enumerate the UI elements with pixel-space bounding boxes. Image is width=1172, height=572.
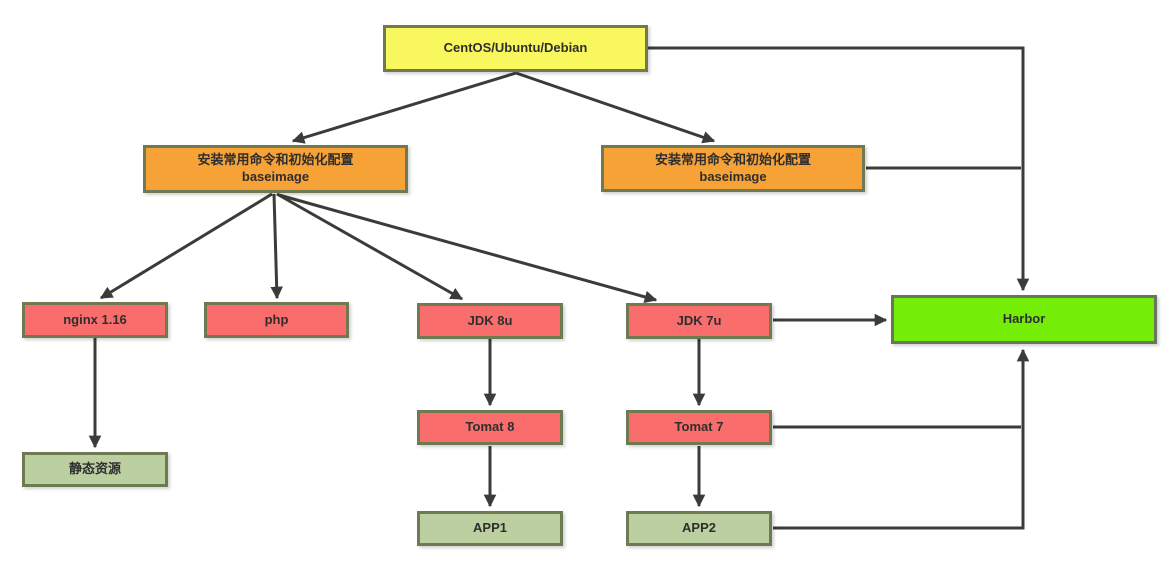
node-jdk8-label: JDK 8u — [467, 312, 513, 328]
edge-os-to-baseimage-right — [515, 71, 716, 144]
edge-app2-to-harbor — [773, 348, 1030, 530]
node-baseimage-left-label-line1: 安装常用命令和初始化配置 — [197, 152, 354, 168]
edge-baseimage-left-to-jdk8 — [276, 192, 464, 301]
node-tomat8-label: Tomat 8 — [465, 419, 515, 435]
edge-baseimage-left-to-php — [270, 193, 283, 300]
node-jdk7-label: JDK 7u — [676, 312, 722, 328]
node-app2[interactable]: APP2 — [626, 511, 772, 546]
edge-baseimage-left-to-nginx — [99, 192, 273, 300]
node-nginx-label: nginx 1.16 — [63, 311, 127, 327]
node-app2-label: APP2 — [682, 520, 716, 536]
node-tomat7[interactable]: Tomat 7 — [626, 410, 772, 445]
node-tomat8[interactable]: Tomat 8 — [417, 410, 563, 445]
node-php-label: php — [264, 311, 289, 327]
node-baseimage-left[interactable]: 安装常用命令和初始化配置 baseimage — [143, 145, 408, 193]
edge-os-to-baseimage-left — [291, 71, 517, 144]
node-jdk7[interactable]: JDK 7u — [626, 303, 772, 339]
node-harbor[interactable]: Harbor — [891, 295, 1157, 344]
node-baseimage-right-label-line2: baseimage — [699, 168, 767, 184]
node-static-res-label: 静态资源 — [68, 461, 121, 477]
node-app1[interactable]: APP1 — [417, 511, 563, 546]
node-tomat7-label: Tomat 7 — [674, 419, 724, 435]
node-app1-label: APP1 — [473, 520, 507, 536]
node-baseimage-right-label-line1: 安装常用命令和初始化配置 — [654, 151, 811, 167]
node-jdk8[interactable]: JDK 8u — [417, 303, 563, 339]
node-static-res[interactable]: 静态资源 — [22, 452, 168, 487]
node-os[interactable]: CentOS/Ubuntu/Debian — [383, 25, 648, 72]
edge-os-to-harbor — [648, 46, 1030, 292]
node-harbor-label: Harbor — [1002, 311, 1046, 327]
edge-baseimage-left-to-jdk7 — [278, 193, 658, 304]
node-os-label: CentOS/Ubuntu/Debian — [443, 40, 588, 56]
node-baseimage-right[interactable]: 安装常用命令和初始化配置 baseimage — [601, 145, 865, 192]
node-php[interactable]: php — [204, 302, 349, 338]
node-baseimage-left-label-line2: baseimage — [241, 169, 310, 184]
node-nginx[interactable]: nginx 1.16 — [22, 302, 168, 338]
